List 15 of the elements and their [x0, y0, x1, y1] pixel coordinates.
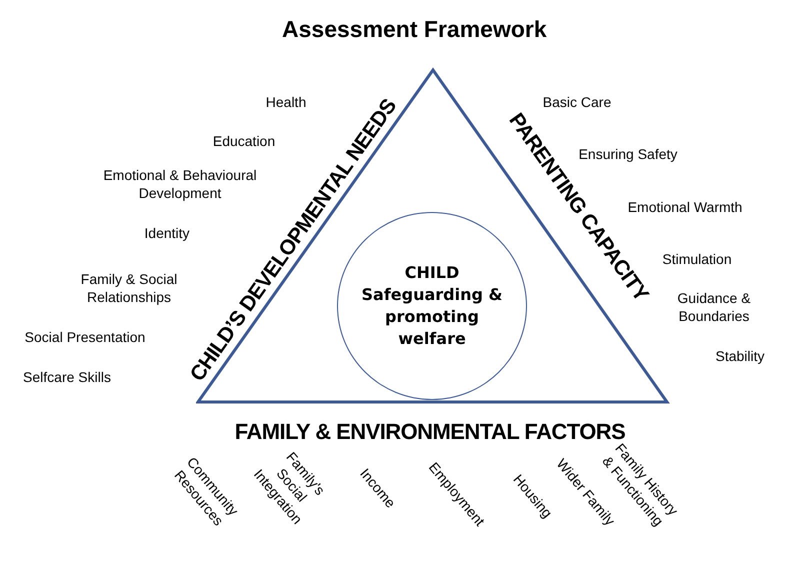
- factor-label: Emotional Warmth: [628, 198, 742, 215]
- ellipse-text: CHILD: [404, 262, 460, 284]
- factor-label: Basic Care: [542, 93, 612, 111]
- factor-label: Stability: [715, 347, 765, 365]
- factor-label: Selfcare Skills: [23, 368, 111, 386]
- diagram-title: Assessment Framework: [282, 15, 547, 44]
- factor-label: Stimulation: [662, 250, 732, 268]
- factor-label: Education: [212, 132, 276, 150]
- factor-label: Guidance & Boundaries: [676, 289, 752, 325]
- factor-label: Identity: [144, 224, 190, 242]
- factor-label: Family & Social Relationships: [80, 270, 178, 306]
- factor-label: Social Presentation: [24, 328, 146, 346]
- side-heading: FAMILY & ENVIRONMENTAL FACTORS: [234, 421, 626, 443]
- factor-label: Health: [266, 93, 306, 111]
- ellipse-text: Safeguarding & promoting welfare: [360, 284, 504, 350]
